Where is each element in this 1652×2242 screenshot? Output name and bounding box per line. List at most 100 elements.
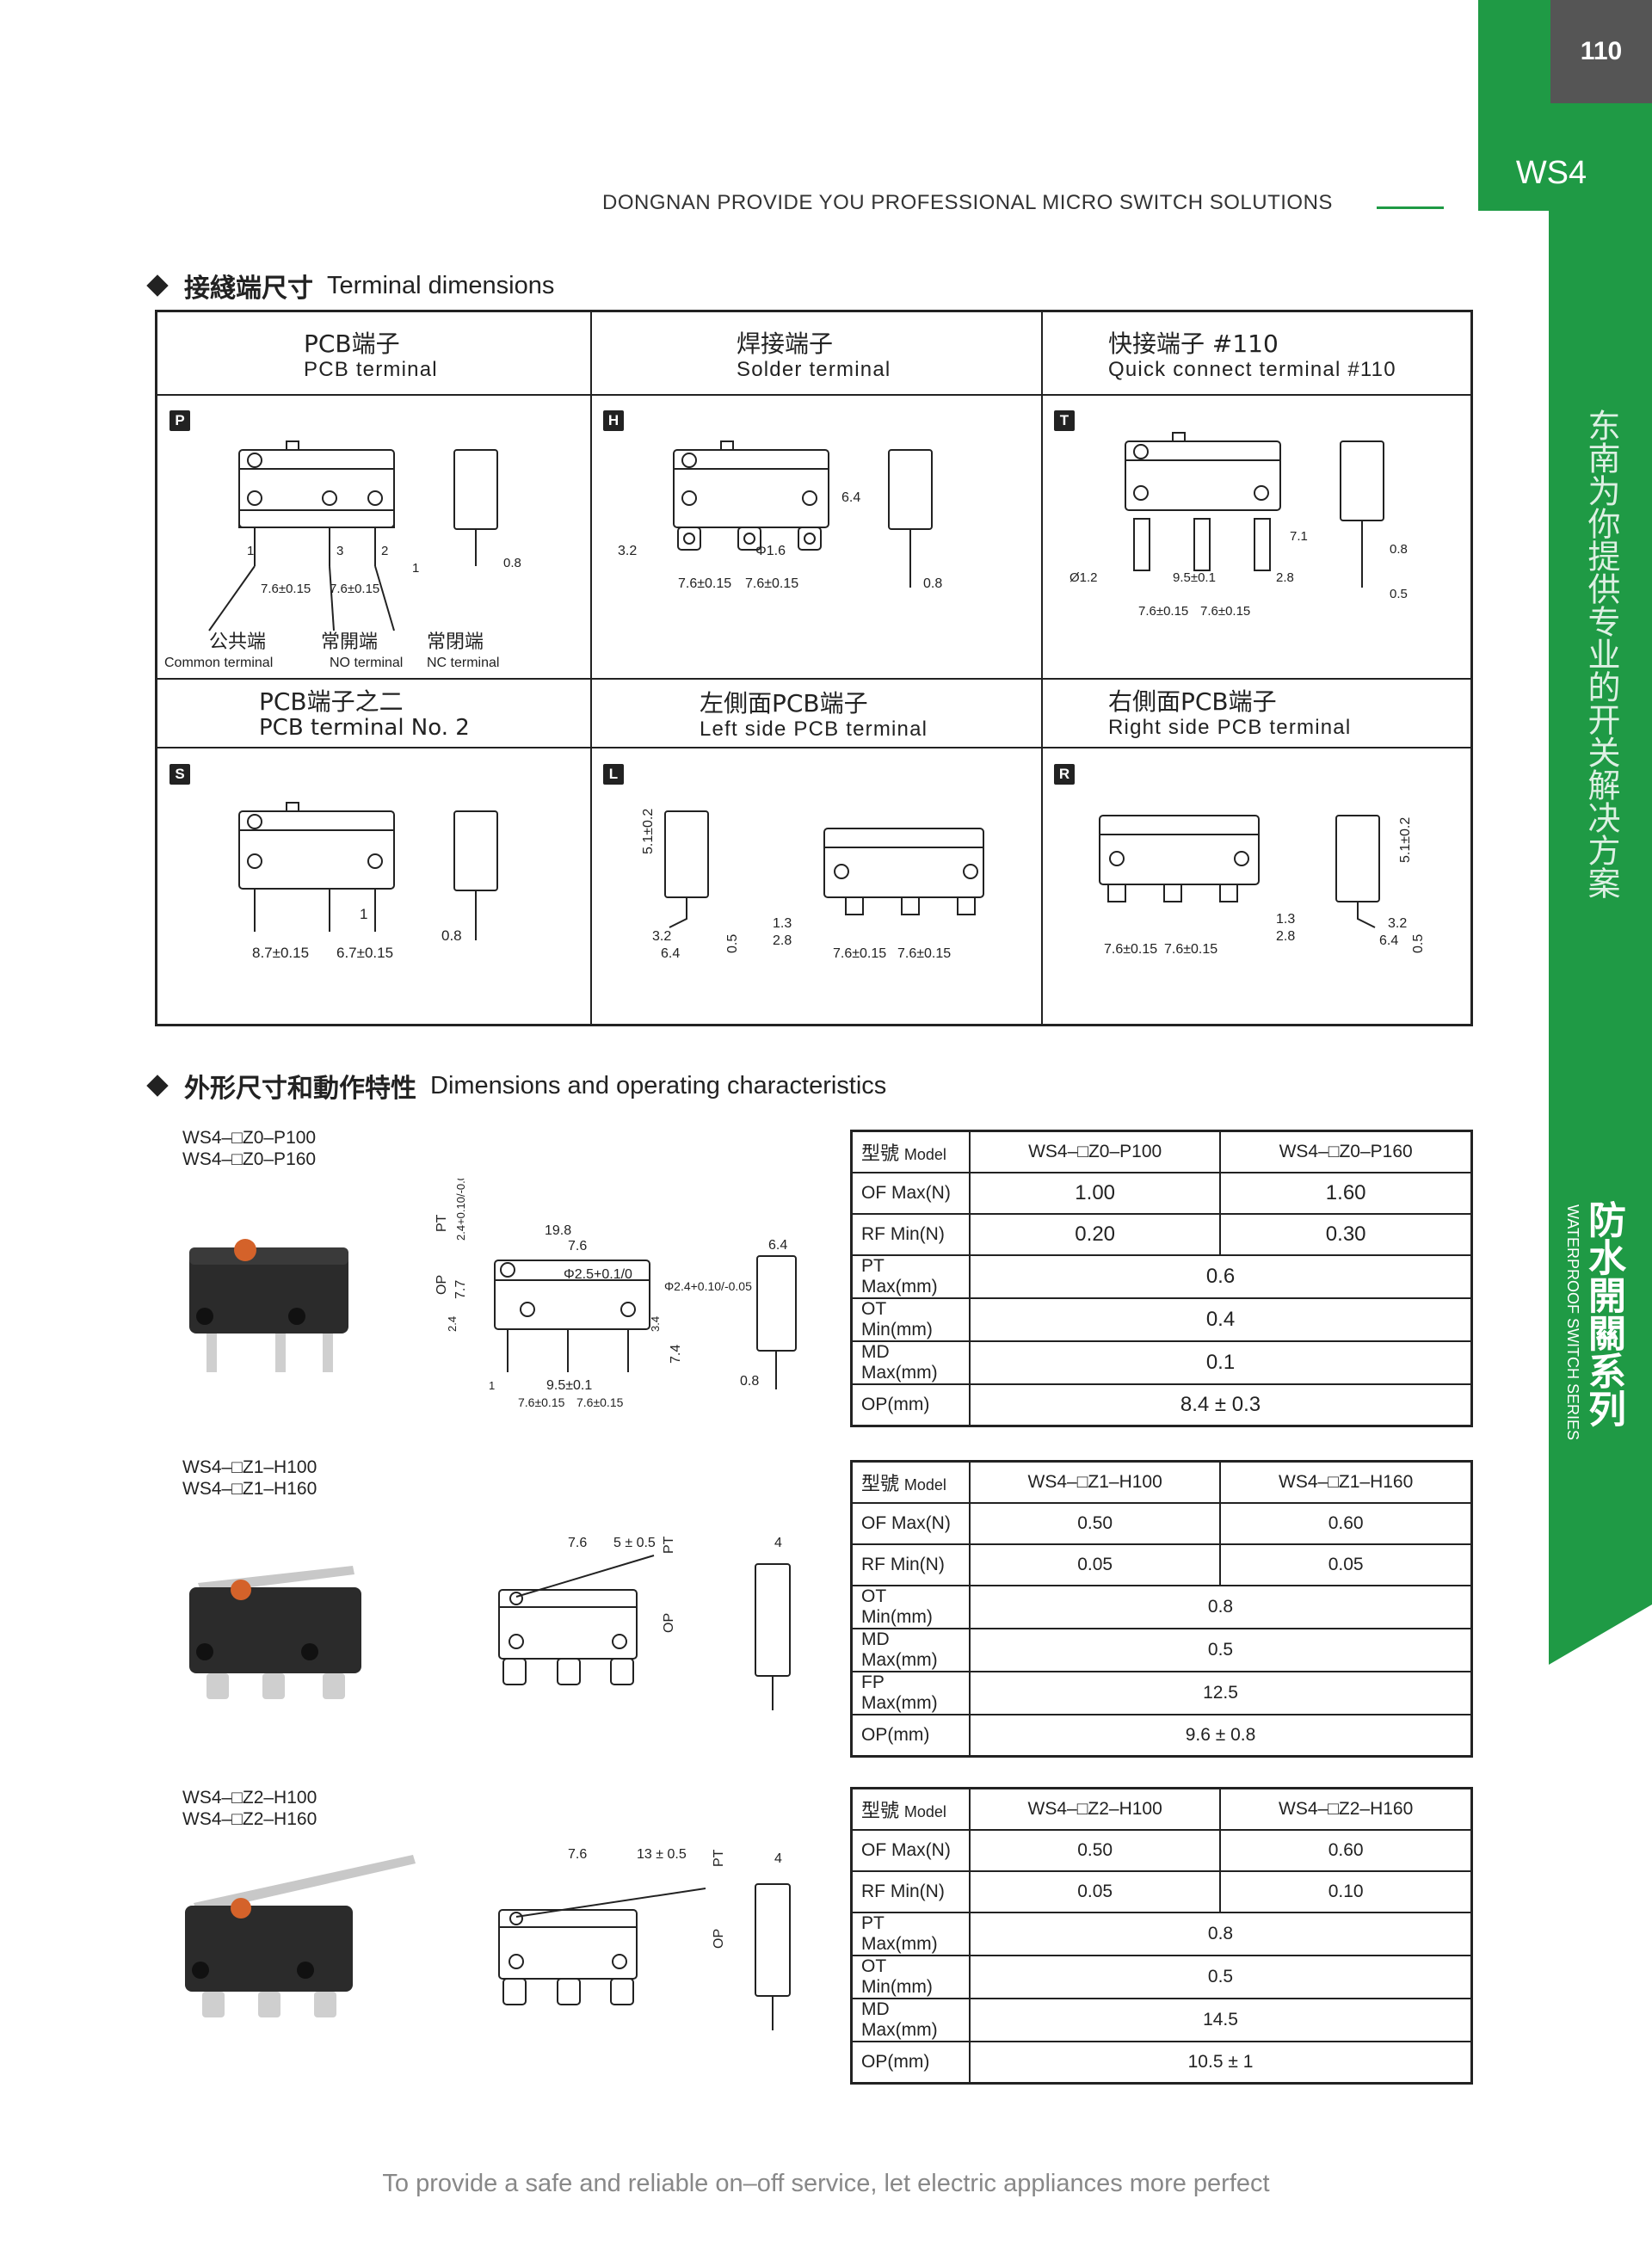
z0-dim: Φ2.5+0.1/0 — [564, 1267, 632, 1282]
strip-end-shape — [1549, 1605, 1652, 1665]
cell-value: 0.5 — [969, 1628, 1473, 1672]
row-label: OP(mm) — [850, 1714, 971, 1758]
code-badge-h: H — [603, 410, 624, 431]
header-cn: PCB端子 — [304, 330, 400, 358]
cell-value: 0.6 — [969, 1254, 1473, 1299]
model-name: WS4–□Z1–H100 — [182, 1457, 317, 1477]
code-badge-s: S — [170, 764, 190, 785]
spec-table-z2: 型號 Model WS4–□Z2–H100 WS4–□Z2–H160 OF Ma… — [850, 1787, 1473, 2085]
diamond-bullet-icon — [146, 1075, 169, 1097]
header-en: Solder terminal — [737, 358, 891, 381]
z0-dim: 7.7 — [453, 1280, 468, 1299]
z0-dim: 1 — [489, 1379, 495, 1392]
solder-dim: Φ1.6 — [755, 544, 786, 558]
page-number: 110 — [1550, 0, 1652, 103]
terminal-header-p: PCB端子 PCB terminal — [304, 331, 438, 383]
cell-value: 0.05 — [968, 1870, 1222, 1913]
code-badge-l: L — [603, 764, 624, 785]
code-badge-r: R — [1054, 764, 1075, 785]
model-name: WS4–□Z1–H160 — [182, 1479, 317, 1499]
cell-value: 0.8 — [969, 1912, 1473, 1956]
cell-value: 8.4 ± 0.3 — [969, 1383, 1473, 1427]
table-row: OT Min(mm) 0.8 — [850, 1585, 1473, 1629]
terminal-header-t: 快接端子 #110 Quick connect terminal #110 — [1108, 331, 1396, 383]
header-cn: 型號 — [861, 1143, 900, 1165]
cell-value: 0.60 — [1219, 1502, 1473, 1545]
z0-dim: 7.6±0.15 — [518, 1395, 565, 1409]
table-row: RF Min(N) 0.05 0.05 — [850, 1543, 1473, 1586]
spec-table-z1: 型號 Model WS4–□Z1–H100 WS4–□Z1–H160 OF Ma… — [850, 1460, 1473, 1758]
solder-terminal-drawing: 6.4 3.2 Φ1.6 0.8 7.6±0.15 7.6±0.15 — [618, 440, 942, 591]
left-pcb-dim: 7.6±0.15 — [833, 946, 886, 961]
row-label: MD Max(mm) — [850, 1340, 971, 1385]
z2-dim: 7.6 — [568, 1847, 587, 1862]
diamond-bullet-icon — [146, 274, 169, 297]
qc-dim: 7.1 — [1290, 529, 1308, 544]
z0-dim: OP — [435, 1275, 449, 1295]
z0-dim: 7.4 — [669, 1345, 683, 1364]
left-pcb-dim: 3.2 — [652, 929, 671, 944]
header-cn: 左側面PCB端子 — [700, 689, 868, 718]
table-row: OP(mm) 10.5 ± 1 — [850, 2041, 1473, 2085]
table-row: OF Max(N) 0.50 0.60 — [850, 1502, 1473, 1545]
pcb-dim: 0.8 — [503, 556, 521, 570]
legend-cn: 常開端 — [321, 631, 378, 653]
table-row: MD Max(mm) 0.5 — [850, 1628, 1473, 1672]
z0-dimension-drawing: PT 2.4+0.10/-0.05 19.8 7.6 OP 7.7 Φ2.5+0… — [435, 1179, 797, 1409]
model-name: WS4–□Z2–H100 — [182, 1788, 317, 1808]
row-label: RF Min(N) — [850, 1870, 971, 1913]
row-label: PT Max(mm) — [850, 1912, 971, 1956]
model-col-header: 型號 Model — [850, 1787, 971, 1831]
row-label: OF Max(N) — [850, 1502, 971, 1545]
table-divider — [1041, 312, 1043, 1024]
z0-dim: 7.6 — [568, 1239, 587, 1253]
terminal-header-l: 左側面PCB端子 Left side PCB terminal — [700, 691, 928, 742]
model-header: WS4–□Z2–H100 — [968, 1787, 1222, 1831]
z2-dim: 4 — [774, 1851, 782, 1866]
z0-dim: PT — [435, 1214, 449, 1232]
row-label: OT Min(mm) — [850, 1585, 971, 1629]
table-row: MD Max(mm) 0.1 — [850, 1340, 1473, 1385]
z0-dim: 2.4+0.10/-0.05 — [454, 1179, 467, 1241]
table-divider — [157, 394, 1470, 396]
terminal-title-cn: 接綫端尺寸 — [184, 274, 313, 304]
pcb-dim: 1 — [412, 561, 419, 576]
series-name-cn: 防水開關系列 — [1581, 1200, 1625, 1427]
cell-value: 9.6 ± 0.8 — [969, 1714, 1473, 1758]
table-row: 型號 Model WS4–□Z0–P100 WS4–□Z0–P160 — [850, 1130, 1473, 1173]
header-cn: 焊接端子 — [737, 330, 834, 358]
table-row: 型號 Model WS4–□Z1–H100 WS4–□Z1–H160 — [850, 1460, 1473, 1504]
pcb2-dim: 0.8 — [441, 927, 462, 944]
table-divider — [590, 312, 592, 1024]
model-name: WS4–□Z0–P100 — [182, 1128, 317, 1148]
legend-en: NO terminal — [330, 656, 403, 670]
left-pcb-dim: 1.3 — [773, 916, 792, 931]
pcb2-dim: 6.7±0.15 — [336, 945, 393, 961]
pcb-dim: 1 — [247, 544, 254, 558]
legend-cn: 公共端 — [209, 631, 266, 653]
cell-value: 10.5 ± 1 — [969, 2041, 1473, 2085]
terminal-header-s: PCB端子之二 PCB terminal No. 2 — [259, 689, 470, 742]
right-pcb-dim: 2.8 — [1276, 929, 1295, 944]
z2-dim: PT — [712, 1849, 726, 1867]
table-row: RF Min(N) 0.05 0.10 — [850, 1870, 1473, 1913]
table-row: PT Max(mm) 0.6 — [850, 1254, 1473, 1299]
row-label: MD Max(mm) — [850, 1628, 971, 1672]
cell-value: 0.4 — [969, 1297, 1473, 1342]
z2-dim: OP — [712, 1929, 726, 1949]
table-row: OF Max(N) 1.00 1.60 — [850, 1172, 1473, 1215]
model-header: WS4–□Z0–P100 — [968, 1130, 1222, 1173]
solder-dim: 0.8 — [923, 576, 942, 591]
table-row: OF Max(N) 0.50 0.60 — [850, 1829, 1473, 1872]
right-pcb-dim: 3.2 — [1388, 916, 1407, 931]
right-pcb-dim: 0.5 — [1411, 934, 1426, 953]
cell-value: 1.00 — [968, 1172, 1222, 1215]
left-pcb-dim: 0.5 — [725, 934, 740, 953]
model-header: WS4–□Z2–H160 — [1219, 1787, 1473, 1831]
qc-dim: 2.8 — [1276, 570, 1294, 585]
right-side-pcb-drawing: 5.1±0.2 1.3 2.8 3.2 6.4 0.5 7.6±0.15 7.6… — [1099, 815, 1426, 957]
pcb2-dim: 1 — [360, 906, 367, 922]
table-row: 型號 Model WS4–□Z2–H100 WS4–□Z2–H160 — [850, 1787, 1473, 1831]
row-label: OF Max(N) — [850, 1172, 971, 1215]
model-col-header: 型號 Model — [850, 1130, 971, 1173]
